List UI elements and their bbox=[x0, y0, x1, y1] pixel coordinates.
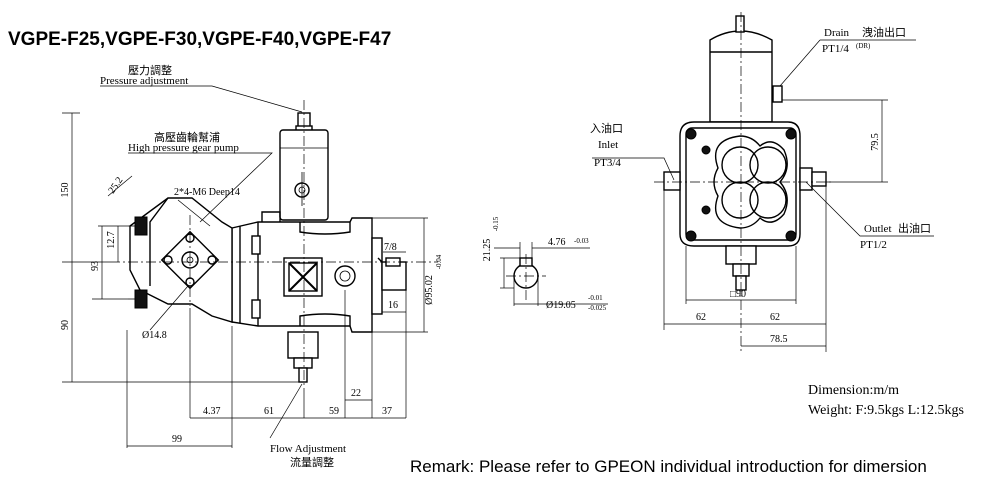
flow-adjust-label-cn: 流量調整 bbox=[290, 455, 334, 469]
dim-square-90: □90 bbox=[730, 289, 746, 300]
hp-pump-label-cn: 高壓齒輪幫浦 bbox=[154, 130, 220, 144]
dimension-unit: Dimension:m/m bbox=[808, 383, 899, 398]
bolt-bottom bbox=[134, 289, 148, 309]
dim-19-05: Ø19.05 bbox=[546, 300, 576, 311]
dim-16: 16 bbox=[388, 300, 398, 311]
dim-59: 59 bbox=[329, 406, 339, 417]
dim-19-05-tol-b: -0.025 bbox=[588, 304, 607, 312]
flow-adjust-screw bbox=[298, 367, 308, 383]
shaft-detail: 4.76 -0.03 21.25 -0.15 Ø19.05 -0.01 -0.0… bbox=[482, 216, 608, 312]
drain-fitting bbox=[772, 85, 783, 103]
dim-4-76: 4.76 bbox=[548, 237, 566, 248]
dim-4-76-tol: -0.03 bbox=[574, 237, 589, 245]
side-view: 壓力調整 Pressure adjustment 高壓齒輪幫浦 High pre… bbox=[60, 63, 443, 469]
dim-25-2: 25.2 bbox=[106, 175, 125, 196]
dim-99: 99 bbox=[172, 434, 182, 445]
dim-19-05-tol-a: -0.01 bbox=[588, 294, 603, 302]
drawing-title: VGPE-F25,VGPE-F30,VGPE-F40,VGPE-F47 bbox=[8, 29, 391, 50]
dim-21-25-tol: -0.15 bbox=[492, 216, 500, 231]
dim-150: 150 bbox=[60, 183, 71, 198]
outlet-port-circle bbox=[334, 265, 356, 287]
dim-79-5: 79.5 bbox=[870, 133, 881, 151]
dim-90: 90 bbox=[60, 320, 71, 330]
dim-12-7: 12.7 bbox=[106, 231, 117, 249]
weight-info: Weight: F:9.5kgs L:12.5kgs bbox=[808, 403, 964, 418]
pressure-adjust-label-cn: 壓力調整 bbox=[128, 63, 172, 77]
pressure-adjust-label-en: Pressure adjustment bbox=[100, 75, 188, 87]
outlet-label-cn: 出油口 bbox=[898, 221, 931, 235]
flow-adjust-housing bbox=[287, 331, 319, 359]
drain-label-en: Drain bbox=[824, 27, 850, 39]
inlet-port: PT3/4 bbox=[594, 157, 621, 169]
drain-port: PT1/4 bbox=[822, 43, 849, 55]
inlet-label-cn: 入油口 bbox=[590, 121, 623, 135]
dim-22: 22 bbox=[351, 388, 361, 399]
dim-62-right: 62 bbox=[770, 312, 780, 323]
dim-7-8: 7/8 bbox=[384, 242, 397, 253]
dim-95-tol: -0.04 bbox=[435, 254, 443, 269]
dim-14-8: Ø14.8 bbox=[142, 330, 167, 341]
inlet-label-en: Inlet bbox=[598, 139, 618, 151]
remark-text: Remark: Please refer to GPEON individual… bbox=[410, 457, 927, 476]
dim-93: 93 bbox=[90, 261, 101, 271]
dim-78-5: 78.5 bbox=[770, 334, 788, 345]
dim-4-37: 4.37 bbox=[203, 406, 221, 417]
outlet-label-en: Outlet bbox=[864, 223, 892, 235]
dim-21-25: 21.25 bbox=[482, 239, 493, 262]
inlet-port-side bbox=[663, 171, 681, 191]
bolt-spec-label: 2*4-M6 Deep14 bbox=[174, 187, 240, 198]
bolt-top bbox=[134, 216, 148, 236]
hp-pump-label-en: High pressure gear pump bbox=[128, 142, 239, 154]
mount-flange bbox=[371, 237, 383, 315]
drain-label-cn: 洩油出口 bbox=[862, 25, 906, 39]
front-view: Drain 洩油出口 PT1/4 (DR) 入油口 Inlet PT3/4 Ou… bbox=[590, 12, 934, 352]
outlet-port: PT1/2 bbox=[860, 239, 887, 251]
dim-62-left: 62 bbox=[696, 312, 706, 323]
flow-adjust-label-en: Flow Adjustment bbox=[270, 443, 346, 455]
dim-95: Ø95.02 bbox=[424, 275, 435, 305]
dim-37: 37 bbox=[382, 406, 392, 417]
drain-port-sup: (DR) bbox=[856, 42, 871, 50]
outlet-port-side bbox=[799, 167, 813, 191]
dim-61: 61 bbox=[264, 406, 274, 417]
